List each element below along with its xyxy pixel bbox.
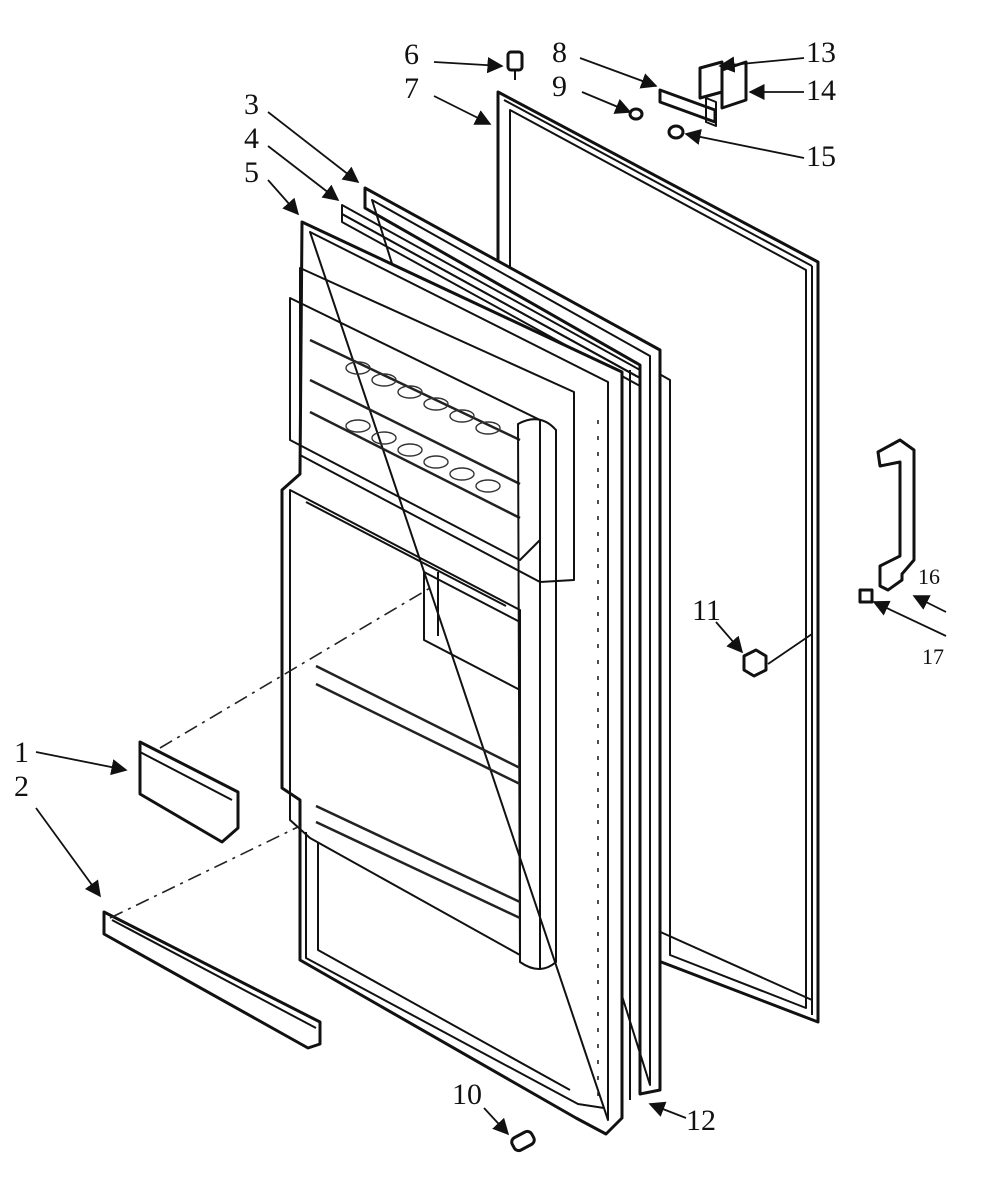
callout-10: 10 [452,1078,482,1111]
inner-door-liner [280,220,624,1136]
breaker-strip [341,204,641,387]
callout-8: 8 [552,36,567,69]
callout-16: 16 [918,564,940,589]
callout-17: 17 [922,644,944,669]
guide-line-2 [109,825,301,919]
callout-12: 12 [686,1104,716,1137]
door-stop-plug [742,648,768,678]
callout-2: 2 [14,770,29,803]
top-screw [506,50,524,80]
shelf-retainer [138,740,240,844]
hinge-shim-13 [698,60,724,100]
callout-3: 3 [244,88,259,121]
hinge-shim-14 [720,60,748,110]
callout-11: 11 [692,594,721,627]
callout-leaders [35,56,947,1136]
lower-hinge-pin [510,1129,536,1153]
top-hinge-bracket [658,88,717,127]
callout-6: 6 [404,38,419,71]
callout-4: 4 [244,122,259,155]
washer-15 [667,124,685,140]
callout-1: 1 [14,736,29,769]
callout-15: 15 [806,140,836,173]
callout-7: 7 [404,72,419,105]
callout-5: 5 [244,156,259,189]
callout-9: 9 [552,70,567,103]
callout-14: 14 [806,74,836,107]
door-handle [858,438,916,604]
callout-13: 13 [806,36,836,69]
washer-9 [628,107,644,121]
guide-line-1 [159,587,431,749]
bottom-retainer [102,910,322,1050]
